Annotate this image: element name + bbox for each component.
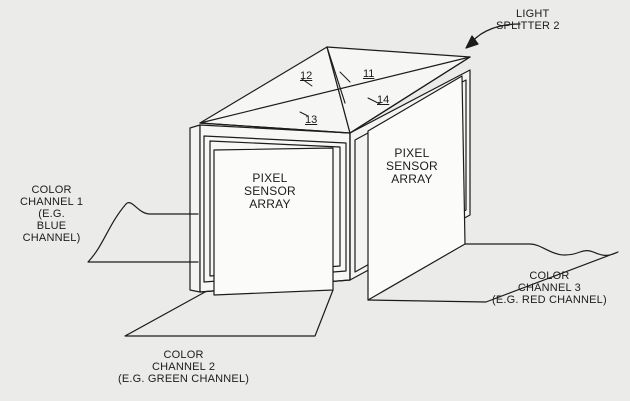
channel-2-beam <box>124 289 334 337</box>
label-line: PIXEL <box>252 171 288 185</box>
label-line: BLUE <box>36 220 67 232</box>
label-color-channel-3: COLOR CHANNEL 3 (E.G. RED CHANNEL) <box>492 270 607 306</box>
label-line: (E.G. RED CHANNEL) <box>492 294 607 306</box>
channel-1-beam <box>87 202 199 263</box>
prism-top <box>199 46 471 134</box>
label-line: CHANNEL 1 <box>20 196 84 208</box>
label-sensor-right: PIXEL SENSOR ARRAY <box>386 147 438 186</box>
label-line: (E.G. <box>38 208 65 220</box>
splitter-arrow <box>465 23 521 49</box>
part-number-12: 12 <box>300 70 313 82</box>
label-line: SENSOR <box>244 184 296 198</box>
label-line: SENSOR <box>386 159 438 173</box>
channel-3-beam <box>367 243 619 303</box>
part-number-11: 11 <box>363 68 375 80</box>
label-color-channel-1: COLOR CHANNEL 1 (E.G. BLUE CHANNEL) <box>20 184 83 244</box>
part-number-14: 14 <box>377 94 390 106</box>
label-line: SPLITTER 2 <box>496 20 560 32</box>
label-line: LIGHT <box>516 8 550 20</box>
label-line: CHANNEL 3 <box>517 282 581 294</box>
label-line: ARRAY <box>391 172 433 186</box>
leader-lines <box>299 71 381 117</box>
front-window-frame <box>203 135 347 283</box>
label-line: ARRAY <box>249 197 291 211</box>
label-line: CHANNEL 2 <box>152 361 216 373</box>
part-number-13: 13 <box>305 114 318 126</box>
label-line: (E.G. GREEN CHANNEL) <box>118 373 250 385</box>
label-line: COLOR <box>529 270 570 282</box>
label-line: CHANNEL) <box>22 232 81 244</box>
label-sensor-front: PIXEL SENSOR ARRAY <box>244 172 296 211</box>
label-light-splitter: LIGHT SPLITTER 2 <box>496 8 560 32</box>
label-line: COLOR <box>163 349 204 361</box>
label-line: PIXEL <box>394 146 430 160</box>
label-line: COLOR <box>31 184 72 196</box>
label-color-channel-2: COLOR CHANNEL 2 (E.G. GREEN CHANNEL) <box>118 349 249 385</box>
